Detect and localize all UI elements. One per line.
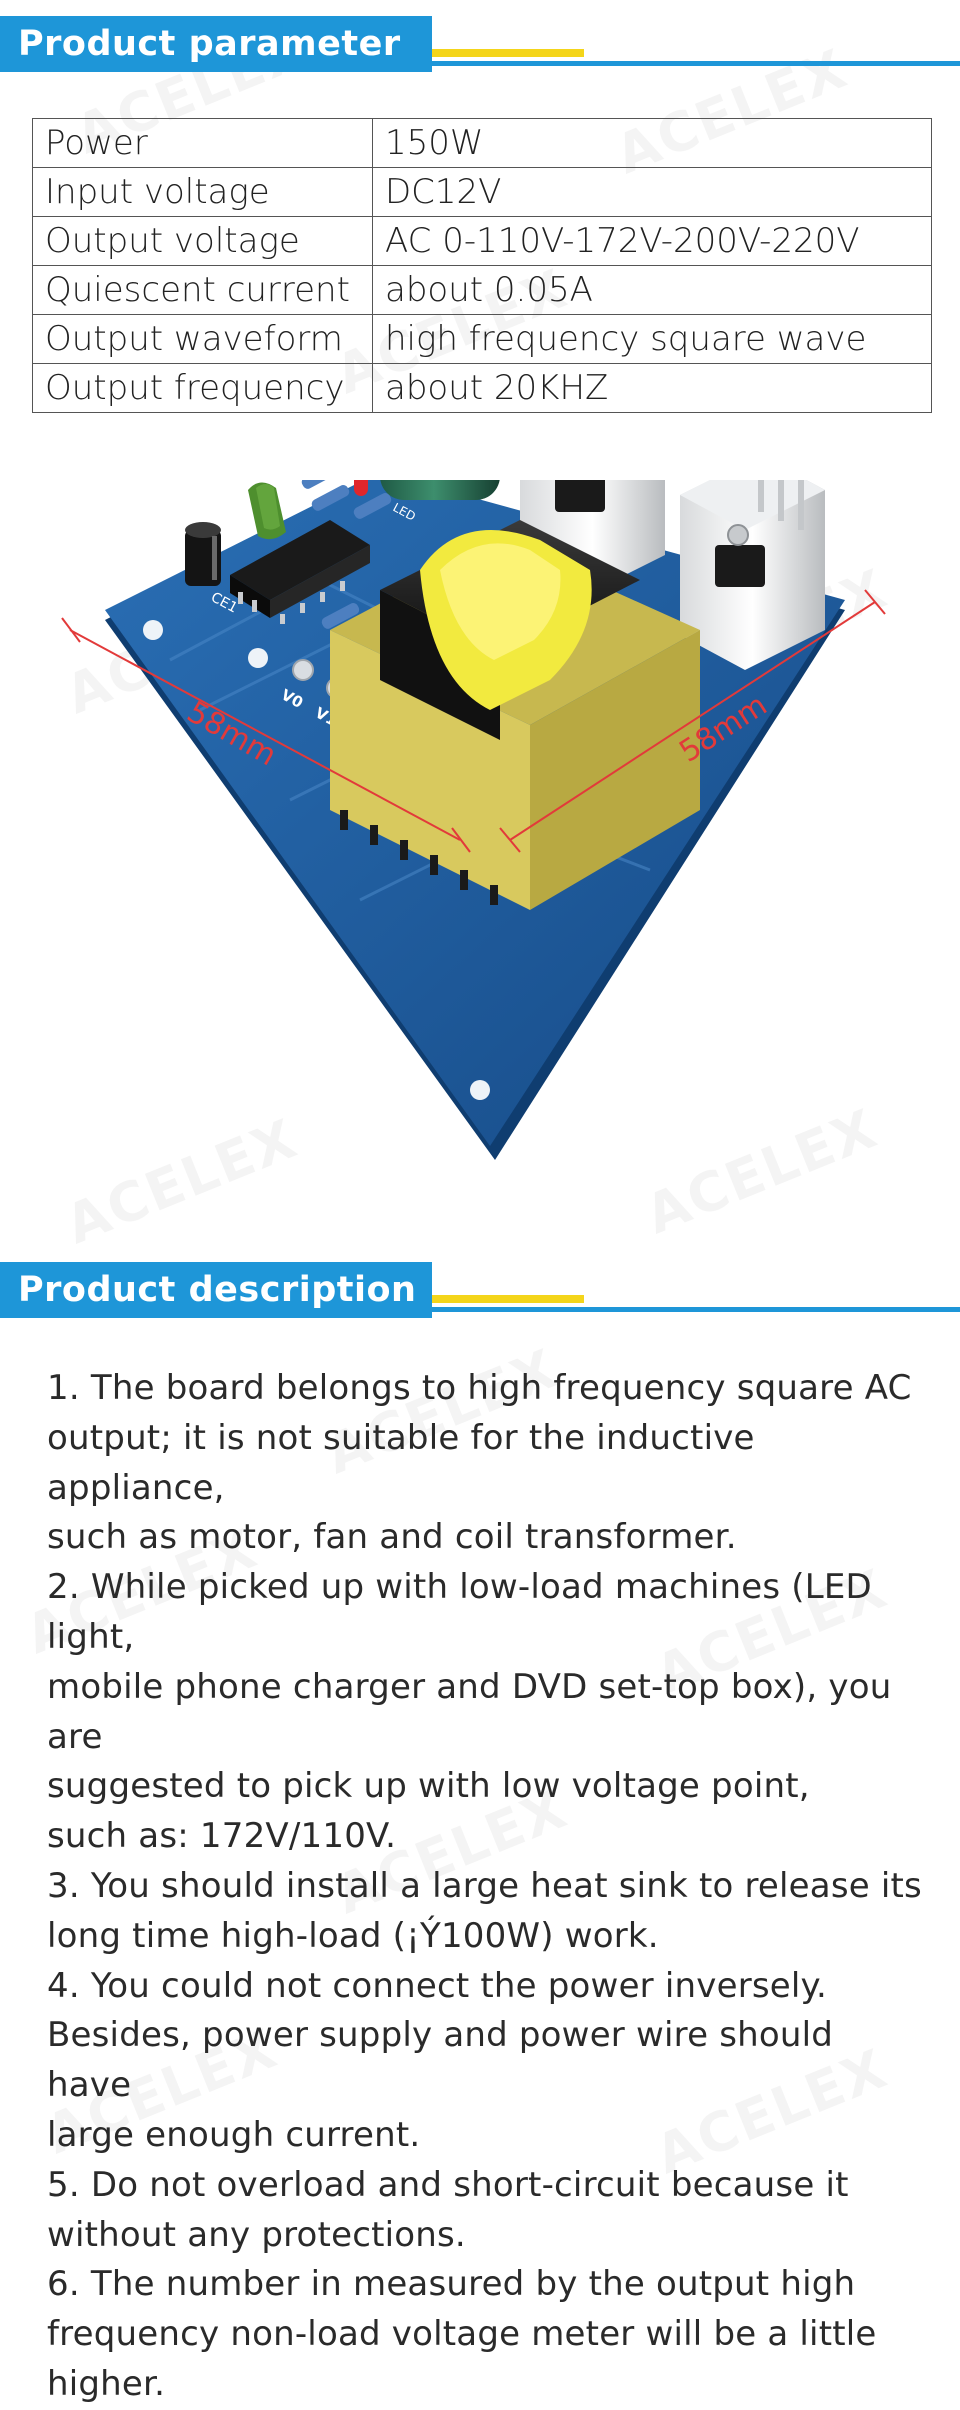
red-led [354, 470, 368, 496]
param-key: Power [32, 118, 373, 168]
accent-blue-line [432, 1307, 960, 1312]
table-row: Input voltage DC12V [32, 167, 932, 217]
mounting-hole [143, 620, 163, 640]
accent-yellow-line [432, 1295, 584, 1303]
parameter-table: Power 150W Input voltage DC12V Output vo… [32, 118, 932, 413]
description-line: without any protections. [47, 2214, 466, 2255]
param-value: 150W [372, 118, 932, 168]
accent-yellow-line [432, 49, 584, 57]
param-key: Output waveform [32, 314, 373, 364]
table-row: Output waveform high frequency square wa… [32, 314, 932, 364]
description-line: suggested to pick up with low voltage po… [47, 1766, 810, 1807]
ic-chip [230, 520, 370, 624]
param-value: AC 0-110V-172V-200V-220V [372, 216, 932, 266]
param-key: Output frequency [32, 363, 373, 413]
param-value: about 0.05A [372, 265, 932, 315]
product-photo: V0 V1 V2 V3 V4 V5 CE1 [0, 240, 960, 1240]
description-line: Besides, power supply and power wire sho… [47, 2015, 834, 2106]
description-line: 3. You should install a large heat sink … [47, 1865, 922, 1906]
mounting-hole [470, 1080, 490, 1100]
description-section-header: Product description [0, 1262, 960, 1318]
parameter-section-header: Product parameter [0, 16, 960, 72]
film-capacitor [248, 482, 286, 540]
param-key: Input voltage [32, 167, 373, 217]
description-line: 5. Do not overload and short-circuit bec… [47, 2164, 849, 2205]
description-line: large enough current. [47, 2114, 421, 2155]
description-line: long time high-load (¡Ý100W) work. [47, 1915, 659, 1956]
param-value: high frequency square wave [372, 314, 932, 364]
description-line: higher. [47, 2363, 166, 2404]
description-line: such as motor, fan and coil transformer. [47, 1517, 737, 1558]
param-value: DC12V [372, 167, 932, 217]
description-line: 2. While picked up with low-load machine… [47, 1567, 872, 1657]
param-value: about 20KHZ [372, 363, 932, 413]
description-line: output; it is not suitable for the induc… [47, 1417, 755, 1508]
inverter-board-illustration: V0 V1 V2 V3 V4 V5 CE1 [61, 240, 886, 1160]
transformer [330, 520, 700, 910]
accent-blue-line [432, 61, 960, 66]
description-line: 1. The board belongs to high frequency s… [47, 1368, 912, 1408]
description-line: mobile phone charger and DVD set-top box… [47, 1666, 892, 1757]
dimension-lines [61, 589, 886, 853]
table-row: Output voltage AC 0-110V-172V-200V-220V [32, 216, 932, 266]
table-row: Quiescent current about 0.05A [32, 265, 932, 315]
param-key: Output voltage [32, 216, 373, 266]
table-row: Power 150W [32, 118, 932, 168]
small-capacitor [185, 522, 221, 586]
parameter-section-title: Product parameter [0, 16, 432, 72]
mounting-hole [248, 648, 268, 668]
description-line: such as: 172V/110V. [47, 1816, 397, 1857]
description-text: 1. The board belongs to high frequency s… [47, 1364, 927, 2410]
param-key: Quiescent current [32, 265, 373, 315]
table-row: Output frequency about 20KHZ [32, 363, 932, 413]
description-line: 4. You could not connect the power inver… [47, 1965, 828, 2006]
electrolytic-capacitor [380, 240, 500, 500]
description-section-title: Product description [0, 1262, 432, 1318]
description-line: frequency non-load voltage meter will be… [47, 2314, 877, 2355]
